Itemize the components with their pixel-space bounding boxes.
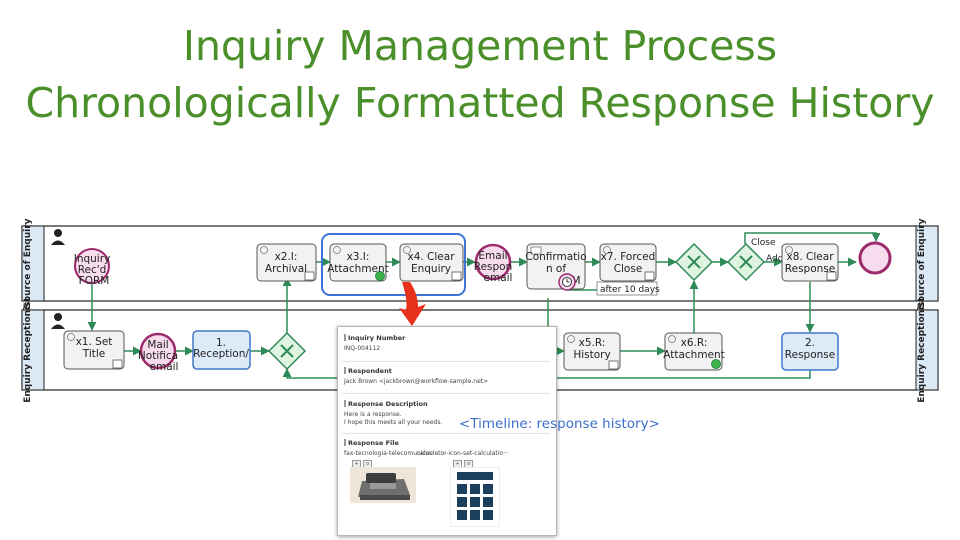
gateway-top-2[interactable] [726,242,766,282]
envelope-icon [530,246,542,255]
calculator-key [457,510,467,520]
calculator-key [483,510,493,520]
svg-text:1.Reception/: 1.Reception/ [193,337,249,360]
form-icon [826,271,837,281]
form-icon [644,271,655,281]
file-label: Response File [344,439,399,447]
attachment-icon [375,271,385,281]
task-x3-attachment[interactable]: x3.I:Attachment [327,243,389,282]
inquiry-number-label: Inquiry Number [344,334,405,342]
description-line-1: Here is a response. [344,411,402,418]
annotation-after-10-days: after 10 days [596,281,660,296]
gear-icon [603,246,611,254]
gear-icon [785,246,793,254]
flow-label-close: Close [751,238,776,248]
person-icon [51,313,65,329]
calculator-key [483,484,493,494]
calculator-key [470,484,480,494]
file-name-1: fax-tecnologia-telecomunicac··· [344,450,439,457]
svg-text:2.Response: 2.Response [785,337,835,361]
svg-text:x5.R:History: x5.R:History [573,337,610,361]
gateway-bottom[interactable] [267,331,307,371]
svg-text:after 10 days: after 10 days [600,285,660,295]
form-icon [112,359,123,369]
inquiry-number-value: INQ-004112 [344,345,381,352]
description-label: Response Description [344,400,428,408]
highlight-frame [321,233,466,296]
timer-icon [558,273,576,291]
gear-icon [403,246,411,254]
lane-label-top-right: Source of Enquiry [917,218,927,308]
gear-icon [567,335,575,343]
gear-icon [668,335,676,343]
svg-text:x3.I:Attachment: x3.I:Attachment [327,251,389,275]
calculator-key [457,484,467,494]
task-1-reception[interactable]: 1.Reception/ [192,330,251,370]
svg-text:x6.R:Attachment: x6.R:Attachment [663,337,725,361]
pointer-arrow [399,282,426,326]
person-icon [51,229,65,245]
gateway-top-1[interactable] [674,242,714,282]
page-title: Inquiry Management Process [182,22,778,70]
fax-machine-thumbnail[interactable] [350,467,416,503]
description-line-2: I hope this meets all your needs. [344,419,443,426]
page-subtitle: Chronologically Formatted Response Histo… [25,79,935,127]
calculator-key [483,497,493,507]
form-icon [451,271,462,281]
task-2-response[interactable]: 2.Response [781,332,839,371]
response-history-popup: Inquiry Number INQ-004112 Respondent Jac… [337,326,557,536]
task-x6-attachment[interactable]: x6.R:Attachment [663,332,725,371]
svg-text:x2.I:Archival: x2.I:Archival [265,251,307,275]
attachment-icon [711,359,721,369]
lane-label-top-left: Source of Enquiry [23,218,33,308]
calculator-thumbnail[interactable] [450,467,500,527]
gear-icon [67,333,75,341]
calculator-key [470,510,480,520]
timeline-annotation: <Timeline: response history> [459,416,660,432]
task-x5-history[interactable]: x5.R:History [563,332,621,371]
gear-icon [333,246,341,254]
form-icon [304,271,315,281]
lane-label-bottom-left: Enquiry Receptionist [23,297,33,403]
file-name-2: calculator-icon-set-calculatio··· [417,450,509,457]
form-icon [608,360,619,370]
calculator-key [457,497,467,507]
gear-icon [260,246,268,254]
calculator-key [470,497,480,507]
respondent-label: Respondent [344,367,392,375]
respondent-value: Jack Brown <jackbrown@workflow-sample.ne… [344,378,489,385]
task-x2-archival[interactable]: x2.I:Archival [256,243,317,282]
end-event [858,241,892,275]
lane-label-bottom-right: Enquiry Receptionist [917,297,927,403]
